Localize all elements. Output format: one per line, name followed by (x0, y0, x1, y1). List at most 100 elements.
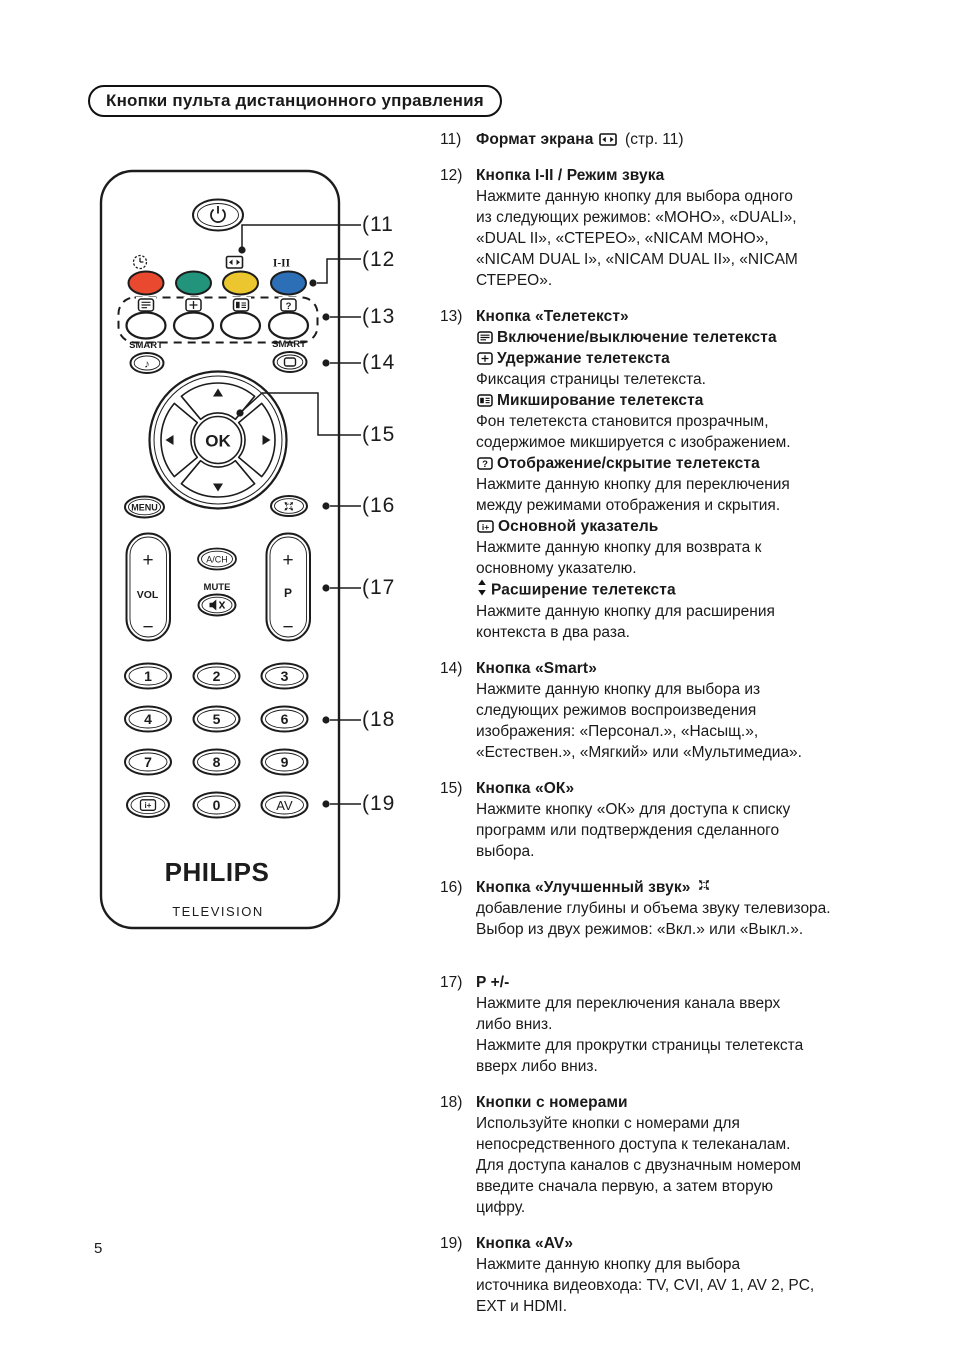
surround-button (270, 495, 308, 517)
section-15: 15)Кнопка «ОК»Нажмите кнопку «ОК» для до… (440, 778, 872, 862)
section-body-text: Нажмите кнопку «ОК» для доступа к списку… (476, 800, 791, 860)
callout-label-19: (19 (362, 792, 396, 815)
screen-format-icon (225, 255, 244, 269)
teletext-on-off-icon (477, 330, 493, 344)
smart-sound-button: ♪ (129, 352, 165, 374)
section-heading-line: Включение/выключение телетекста (476, 327, 872, 348)
section-number: 17) (440, 973, 463, 991)
svg-text:5: 5 (213, 711, 221, 727)
p-plus: + (282, 550, 293, 571)
digit-7-button: 7 (124, 748, 172, 776)
section-heading-line: Расширение телетекста (476, 579, 872, 601)
callout-label-17: (17 (362, 576, 396, 599)
vol-minus: − (142, 617, 153, 638)
red-button (127, 270, 165, 296)
page-title: Кнопки пульта дистанционного управления (88, 85, 502, 117)
section-heading-line: Микширование телетекста (476, 390, 872, 411)
picture-frame-icon (283, 357, 297, 367)
svg-text:A/CH: A/CH (206, 555, 228, 565)
section-number: 14) (440, 659, 463, 677)
volume-rocker: + VOL − (125, 532, 171, 642)
callout-label-14: (14 (362, 351, 396, 374)
section-number: 18) (440, 1093, 463, 1111)
teletext-hold-icon (477, 351, 493, 365)
section-heading-line: Кнопка «AV» (476, 1234, 574, 1252)
arrow-right-icon (262, 435, 271, 445)
main-index-icon: i+ (477, 519, 494, 533)
section-number: 19) (440, 1234, 463, 1252)
digit-0-button: 0 (192, 791, 241, 819)
svg-text:i+: i+ (145, 801, 152, 810)
sleeptimer-icon (132, 254, 148, 270)
power-button (192, 198, 244, 232)
program-rocker: + P − (265, 532, 311, 642)
section-body-text: Нажмите данную кнопку для возврата к осн… (476, 539, 762, 577)
section-heading-line: Кнопка «Улучшенный звук» (476, 877, 872, 898)
section-heading-line: Кнопка «Smart» (476, 659, 597, 677)
main-index-icon (139, 799, 157, 811)
ok-label: OK (205, 432, 231, 451)
teletext-mix-icon (477, 393, 493, 407)
svg-text:MENU: MENU (131, 503, 158, 513)
section-body-text: Фон телетекста становится прозрачным, со… (476, 413, 791, 451)
svg-text:7: 7 (144, 754, 152, 770)
svg-text:8: 8 (213, 754, 221, 770)
svg-text:i+: i+ (482, 521, 489, 531)
menu-button: MENU (124, 495, 165, 519)
page-number: 5 (94, 1240, 103, 1257)
section-body-text: Нажмите данную кнопку для переключения м… (476, 476, 790, 514)
section-heading-line: Кнопка I-II / Режим звука (476, 167, 665, 184)
yellow-button (222, 270, 259, 296)
p-minus: − (282, 617, 293, 638)
teletext-reveal-icon: ? (477, 456, 493, 470)
section-number: 13) (440, 308, 463, 325)
i-ii-label: I-II (273, 258, 291, 270)
svg-text:3: 3 (281, 668, 289, 684)
arrow-left-icon (165, 435, 174, 445)
smart-picture-label: SMART (272, 339, 306, 350)
callout-label-16: (16 (362, 494, 396, 517)
arrow-down-icon (213, 483, 223, 492)
digit-4-button: 4 (124, 705, 172, 733)
callout-label-13: (13 (362, 305, 396, 328)
svg-text:6: 6 (281, 711, 289, 727)
section-body-text: Нажмите данную кнопку для выбора из след… (476, 680, 802, 761)
teletext-on-off-button (125, 311, 167, 340)
remote-control-illustration: I-II ? (99, 169, 341, 930)
teletext-mix-icon (231, 297, 251, 313)
mute-icon (209, 599, 226, 611)
section-number: 16) (440, 878, 463, 896)
vol-plus: + (142, 550, 153, 571)
teletext-reveal-icon: ? (278, 297, 299, 313)
green-button (175, 270, 212, 296)
svg-text:2: 2 (213, 668, 221, 684)
music-note-icon: ♪ (144, 359, 150, 371)
section-14: 14) Кнопка «Smart» Нажмите данную кнопку д… (440, 658, 872, 763)
vol-label: VOL (137, 589, 159, 601)
mute-button (197, 593, 237, 617)
digit-1-button: 1 (124, 662, 172, 690)
section-16: 16)Кнопка «Улучшенный звук» добавление г… (440, 877, 872, 940)
svg-text:4: 4 (144, 711, 152, 727)
section-17: 17)P +/-Нажмите для переключения канала … (440, 972, 872, 1077)
digit-6-button: 6 (260, 705, 309, 733)
section-11: 11)Формат экрана (стр. 11) (440, 129, 872, 150)
section-number: 15) (440, 779, 463, 797)
av-button: AV (260, 791, 309, 819)
smart-sound-label: SMART (129, 340, 163, 351)
digit-5-button: 5 (192, 705, 241, 733)
section-13: 13)Кнопка «Телетекст»Включение/выключени… (440, 306, 872, 643)
section-body-text: Нажмите данную кнопку для выбора одного … (476, 188, 798, 289)
svg-text:?: ? (286, 301, 292, 312)
callout-label-15: (15 (362, 423, 396, 446)
svg-text:?: ? (482, 459, 488, 470)
section-heading-line: P +/- (476, 973, 510, 991)
navigation-pad: OK (148, 370, 288, 510)
digit-8-button: 8 (192, 748, 241, 776)
teletext-reveal-button (267, 311, 310, 340)
svg-text:0: 0 (213, 797, 221, 813)
teletext-hold-button (172, 311, 215, 340)
